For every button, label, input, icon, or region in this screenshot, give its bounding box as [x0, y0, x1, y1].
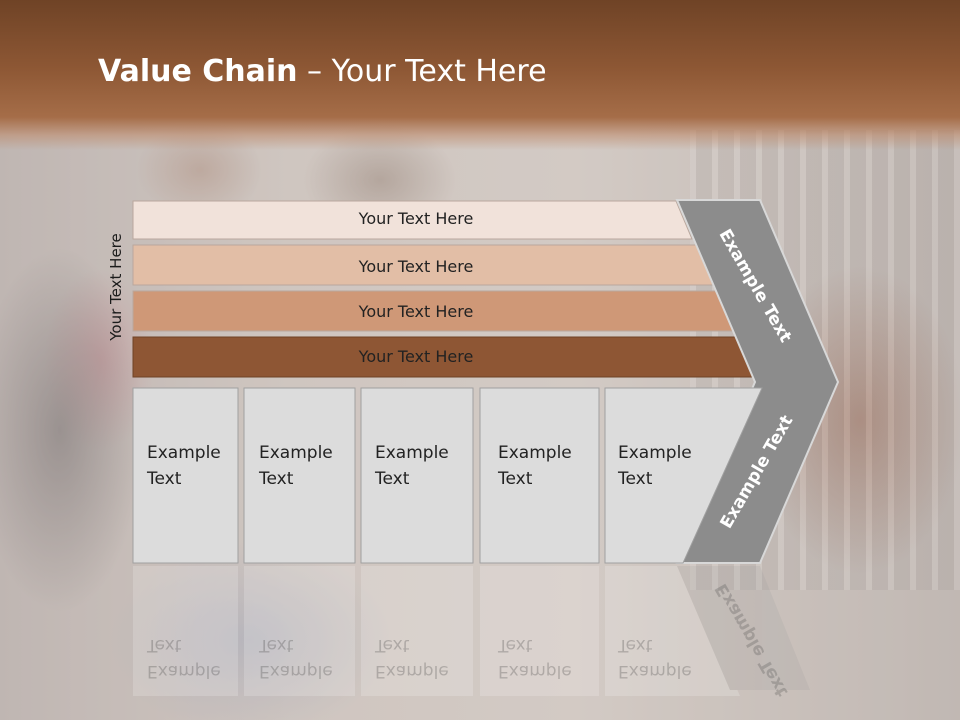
box-2-line2: Text: [259, 469, 294, 489]
box-3-line1: Example: [375, 443, 449, 463]
box-3[interactable]: [360, 387, 474, 564]
box-3-reflection-line1: Example: [375, 661, 449, 681]
bar-1-label: Your Text Here: [358, 209, 474, 228]
box-2-reflection-line2: Text: [259, 635, 294, 655]
box-1-reflection-line1: Example: [147, 661, 221, 681]
box-3-reflection-line2: Text: [375, 635, 410, 655]
box-4-line1: Example: [498, 443, 572, 463]
header-band: [0, 0, 960, 150]
bar-4-label: Your Text Here: [358, 347, 474, 366]
box-1-reflection: Example Text: [147, 632, 221, 684]
box-3-reflection: Example Text: [375, 632, 449, 684]
box-2[interactable]: [243, 387, 356, 564]
title-bold: Value Chain: [98, 54, 298, 89]
box-5-reflection-line1: Example: [618, 661, 692, 681]
slide-title[interactable]: Value Chain – Your Text Here: [98, 54, 547, 89]
bar-2-label: Your Text Here: [358, 257, 474, 276]
box-2-line1: Example: [259, 443, 333, 463]
box-1-line2: Text: [147, 469, 182, 489]
box-5-line2: Text: [618, 469, 653, 489]
bar-3-label: Your Text Here: [358, 302, 474, 321]
box-1-line1: Example: [147, 443, 221, 463]
box-4-reflection-line2: Text: [498, 635, 533, 655]
box-5[interactable]: [604, 387, 763, 564]
box-1-reflection-line2: Text: [147, 635, 182, 655]
box-4-line2: Text: [498, 469, 533, 489]
title-rest: – Your Text Here: [297, 54, 547, 89]
box-4-reflection: Example Text: [498, 632, 572, 684]
box-2-reflection-line1: Example: [259, 661, 333, 681]
reflection: [133, 566, 810, 696]
box-4[interactable]: [479, 387, 600, 564]
box-5-line1: Example: [618, 443, 692, 463]
box-2-reflection: Example Text: [259, 632, 333, 684]
box-5-reflection: Example Text: [618, 632, 692, 684]
bar-1[interactable]: [132, 200, 693, 240]
side-label: Your Text Here: [107, 233, 125, 341]
box-5-reflection-line2: Text: [618, 635, 653, 655]
box-4-reflection-line1: Example: [498, 661, 572, 681]
box-3-line2: Text: [375, 469, 410, 489]
box-1[interactable]: [132, 387, 239, 564]
